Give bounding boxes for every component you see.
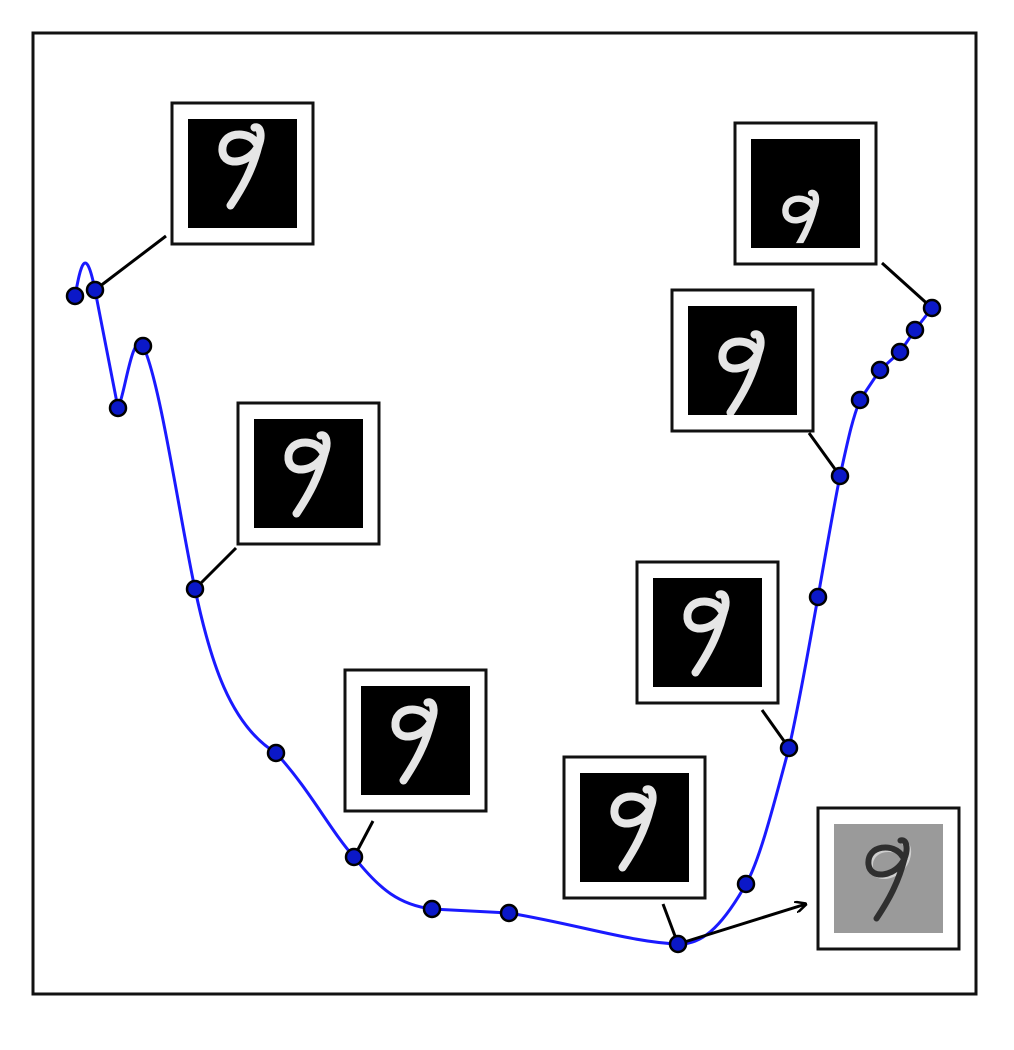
digit-nine-glyph xyxy=(782,189,820,244)
path-point xyxy=(133,336,153,356)
path-point xyxy=(779,738,799,758)
thumb-projection xyxy=(816,806,961,951)
thumb-right-upper xyxy=(670,288,815,433)
path-point xyxy=(266,743,286,763)
thumb-minimum xyxy=(562,755,707,900)
path-point xyxy=(808,587,828,607)
thumb-right-middle xyxy=(635,560,780,705)
connector-end xyxy=(880,261,934,310)
path-point xyxy=(185,579,205,599)
path-point xyxy=(499,903,519,923)
thumb-end xyxy=(733,121,878,266)
path-point xyxy=(905,320,925,340)
arrow-right-icon xyxy=(677,904,806,946)
path-point xyxy=(668,934,688,954)
thumbnail-image xyxy=(653,578,762,687)
digit-nine-glyph xyxy=(218,123,265,210)
path-point xyxy=(850,390,870,410)
digit-nine-glyph xyxy=(683,590,730,677)
path-point xyxy=(85,280,105,300)
path-point xyxy=(108,398,128,418)
path-point xyxy=(344,847,364,867)
path-point xyxy=(830,466,850,486)
path-point xyxy=(736,874,756,894)
thumbnail-image xyxy=(580,773,689,882)
thumb-bottom-middle xyxy=(343,668,488,813)
path-point xyxy=(65,286,85,306)
path-point xyxy=(870,360,890,380)
thumbnails xyxy=(170,101,961,951)
thumb-upper-left xyxy=(236,401,381,546)
digit-nine-glyph xyxy=(610,785,657,872)
path-point xyxy=(922,298,942,318)
digit-nine-glyph xyxy=(391,698,438,785)
digit-nine-glyph xyxy=(718,330,765,415)
connector-start xyxy=(94,234,167,292)
path-points xyxy=(65,280,942,954)
thumb-start xyxy=(170,101,315,246)
thumbnail-image xyxy=(254,419,363,528)
path-point xyxy=(422,899,442,919)
thumbnail-image xyxy=(361,686,470,795)
connector-upper-left xyxy=(193,546,238,591)
digit-nine-glyph xyxy=(865,837,912,922)
path-point xyxy=(890,342,910,362)
digit-nine-glyph xyxy=(284,431,331,518)
